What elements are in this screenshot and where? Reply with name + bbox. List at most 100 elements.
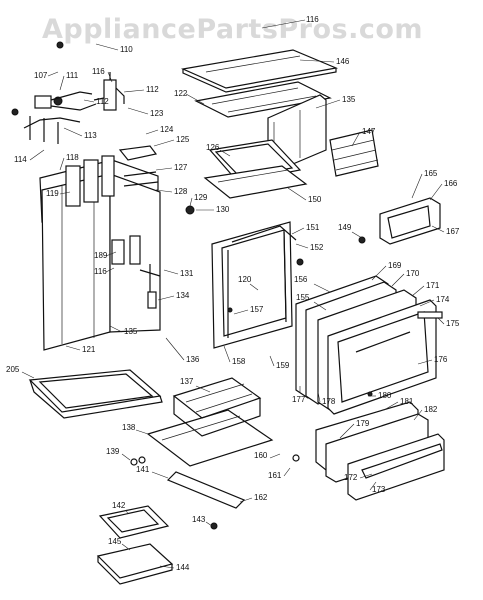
part-label-147: 147: [362, 127, 376, 136]
leader-line-157: [233, 309, 249, 315]
vent-louver-147: [329, 129, 379, 177]
leader-line-136: [165, 337, 185, 361]
cooktop-top-panel: [180, 49, 339, 93]
part-label-205: 205: [6, 365, 20, 374]
part-label-130: 130: [216, 205, 230, 214]
leader-line-124: [145, 129, 159, 135]
part-label-124: 124: [160, 125, 174, 134]
leader-line-161: [283, 467, 291, 477]
part-label-171: 171: [426, 281, 440, 290]
oven-door-frame: [185, 205, 297, 349]
part-label-116: 116: [306, 15, 319, 24]
part-label-113: 113: [84, 131, 97, 140]
leader-line-141: [151, 471, 169, 479]
leader-line-118: [59, 157, 65, 171]
part-label-175: 175: [446, 319, 460, 328]
oven-door-panels: [295, 275, 443, 415]
leader-line-166: [429, 183, 443, 201]
oven-rack: [203, 139, 308, 199]
leader-line-181: [383, 401, 399, 411]
leader-line-111: [59, 75, 65, 91]
leader-line-127: [155, 167, 173, 171]
burner-valve-assembly: [11, 41, 125, 144]
leader-line-182: [413, 409, 423, 421]
drawer-front-assembly: [292, 391, 445, 501]
part-label-155: 155: [296, 293, 310, 302]
leader-line-135: [109, 325, 123, 333]
part-label-112: 112: [146, 85, 159, 94]
leader-line-126: [219, 149, 231, 157]
leader-line-159: [269, 355, 275, 367]
part-label-114: 114: [14, 155, 27, 164]
part-label-111: 111: [66, 71, 79, 80]
part-label-152: 152: [310, 243, 324, 252]
leader-line-128: [155, 189, 173, 193]
part-label-121: 121: [82, 345, 96, 354]
part-label-134: 134: [176, 291, 190, 300]
part-label-125: 125: [176, 135, 190, 144]
leader-line-165: [411, 173, 423, 199]
part-label-169: 169: [388, 261, 402, 270]
part-label-146: 146: [336, 57, 350, 66]
part-label-178: 178: [322, 397, 336, 406]
part-label-144: 144: [176, 563, 190, 572]
bottom-panel-138: [146, 409, 274, 467]
part-label-112: 112: [96, 97, 109, 106]
leader-line-131: [163, 269, 179, 275]
part-label-120: 120: [238, 275, 252, 284]
leader-line-142: [125, 509, 129, 515]
part-label-135: 135: [124, 327, 138, 336]
part-label-136: 136: [186, 355, 200, 364]
leader-line-139: [121, 453, 131, 461]
leader-line-174: [419, 299, 435, 307]
part-label-176: 176: [434, 355, 448, 364]
part-label-123: 123: [150, 109, 164, 118]
cooktop-frame: [194, 81, 332, 118]
leader-line-172: [359, 473, 373, 479]
leader-line-125: [153, 139, 175, 147]
leader-line-123: [127, 107, 149, 115]
part-label-151: 151: [306, 223, 320, 232]
part-label-138: 138: [122, 423, 136, 432]
leader-line-112: [123, 89, 145, 93]
part-label-116: 116: [94, 267, 107, 276]
part-label-122: 122: [174, 89, 188, 98]
leader-line-176: [417, 359, 433, 365]
part-label-150: 150: [308, 195, 322, 204]
leader-line-129: [189, 197, 193, 207]
part-label-180: 180: [378, 391, 392, 400]
leader-line-173: [369, 481, 377, 491]
part-label-160: 160: [254, 451, 268, 460]
leader-line-170: [391, 273, 405, 287]
leader-line-175: [437, 317, 445, 325]
leader-line-135: [315, 99, 341, 109]
part-label-157: 157: [250, 305, 264, 314]
burner-box: [172, 377, 262, 437]
leader-line-151: [291, 227, 305, 235]
drip-pan: [28, 369, 163, 419]
leader-line-107: [47, 71, 59, 77]
leader-line-114: [29, 149, 45, 161]
leader-line-120: [249, 283, 259, 291]
leader-line-134: [157, 295, 175, 301]
leader-line-171: [411, 285, 425, 297]
part-label-179: 179: [356, 419, 370, 428]
part-label-159: 159: [276, 361, 290, 370]
part-label-131: 131: [180, 269, 194, 278]
part-label-126: 126: [206, 143, 220, 152]
part-label-181: 181: [400, 397, 414, 406]
part-label-161: 161: [268, 471, 282, 480]
part-label-165: 165: [424, 169, 438, 178]
leader-line-110: [95, 43, 119, 51]
leader-line-112: [83, 99, 95, 103]
part-label-139: 139: [106, 447, 120, 456]
leader-line-116: [105, 267, 115, 273]
leader-lines: [21, 19, 445, 569]
part-label-170: 170: [406, 269, 420, 278]
part-label-166: 166: [444, 179, 458, 188]
leader-line-205: [21, 371, 35, 379]
part-label-149: 149: [338, 223, 352, 232]
leader-line-122: [185, 93, 205, 105]
